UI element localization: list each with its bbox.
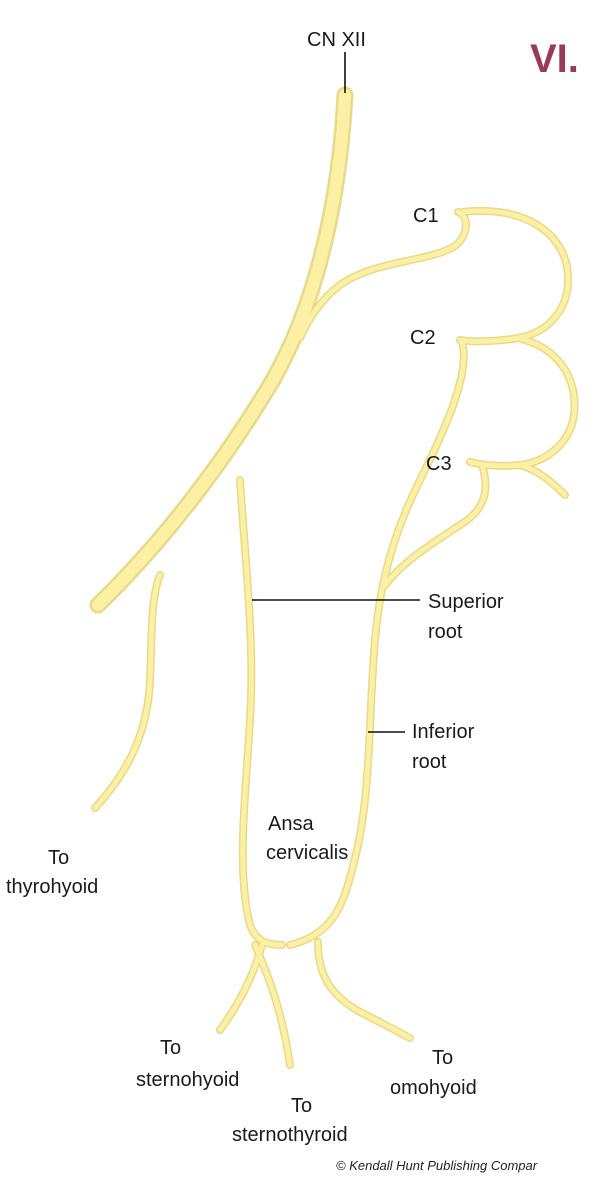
copyright-credit: © Kendall Hunt Publishing Compar [336, 1158, 538, 1173]
superior-root-label-line2: root [428, 621, 463, 643]
c2-c3-loop [467, 335, 578, 469]
thyrohyoid-label-line1: To [48, 847, 69, 869]
inferior-root [287, 339, 467, 948]
cn-xii-label: CN XII [307, 29, 366, 51]
sternothyroid-branch [252, 942, 293, 1068]
omohyoid-label-line2: omohyoid [390, 1077, 477, 1099]
c2-label: C2 [410, 327, 436, 349]
sternothyroid-label-line1: To [291, 1095, 312, 1117]
thyrohyoid-label-line2: thyrohyoid [6, 876, 98, 898]
sternothyroid-label-line2: sternothyroid [232, 1124, 348, 1146]
hypoglossal-trunk [92, 89, 351, 611]
superior-root-label-line1: Superior [428, 591, 504, 613]
thyrohyoid-branch [92, 572, 163, 811]
hypoglossal-trunk-outline [89, 86, 354, 614]
c1-label: C1 [413, 205, 439, 227]
c1-c2-loop [457, 208, 571, 344]
sternohyoid-label-line1: To [160, 1037, 181, 1059]
omohyoid-branch [315, 939, 413, 1041]
section-label: VI. [530, 37, 579, 81]
sternohyoid-branch [217, 942, 265, 1033]
nerves [92, 89, 578, 1068]
inferior-root-label-line2: root [412, 751, 447, 773]
c1-communication [297, 209, 469, 341]
leader-lines [252, 52, 420, 733]
inferior-root-label-line1: Inferior [412, 721, 475, 743]
sternohyoid-label-line2: sternohyoid [136, 1069, 239, 1091]
omohyoid-label-line1: To [432, 1047, 453, 1069]
ansa-label-line2: cervicalis [266, 842, 348, 864]
ansa-label-line1: Ansa [268, 813, 314, 835]
c3-exit [517, 462, 568, 498]
c3-contribution [382, 462, 488, 588]
c3-label: C3 [426, 453, 452, 475]
superior-root [237, 477, 285, 948]
